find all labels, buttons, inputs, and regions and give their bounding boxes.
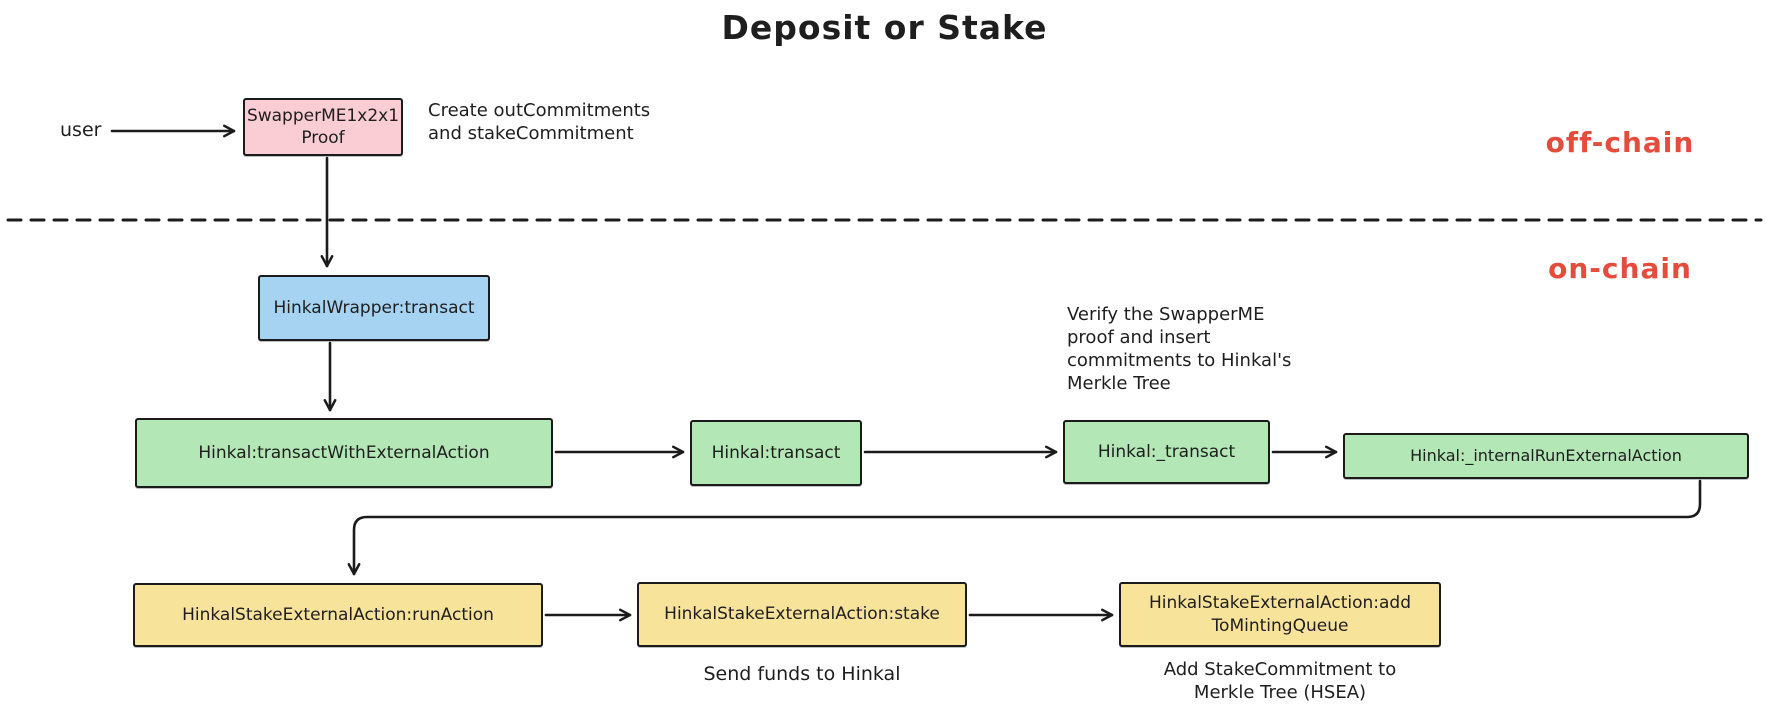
annotation-verify-proof: Verify the SwapperME proof and insert co…: [1067, 303, 1291, 395]
arrow-internal-run-to-run-action: [347, 479, 1702, 576]
node-label: Hinkal:_internalRunExternalAction: [1410, 445, 1682, 465]
user-label: user: [60, 119, 102, 141]
node-label: HinkalStakeExternalAction:stake: [664, 604, 940, 625]
node-hinkal-internal-transact: Hinkal:_transact: [1063, 420, 1270, 484]
annotation-create-commitments: Create outCommitments and stakeCommitmen…: [428, 99, 650, 145]
node-swapperme-proof: SwapperME1x2x1 Proof: [243, 98, 403, 156]
node-label: Proof: [301, 128, 345, 148]
annotation-send-funds: Send funds to Hinkal: [703, 663, 901, 685]
annotation-line: Create outCommitments: [428, 100, 651, 121]
annotation-line: Merkle Tree (HSEA): [1193, 682, 1367, 704]
node-label: HinkalStakeExternalAction:add: [1148, 593, 1412, 614]
node-hinkalwrapper-transact: HinkalWrapper:transact: [258, 275, 490, 341]
node-hinkal-transact: Hinkal:transact: [690, 420, 862, 486]
diagram-title: Deposit or Stake: [721, 8, 1048, 47]
annotation-line: commitments to Hinkal's: [1067, 350, 1292, 372]
node-label: SwapperME1x2x1: [246, 105, 400, 126]
annotation-line: Merkle Tree: [1067, 373, 1171, 395]
node-label: Hinkal:transactWithExternalAction: [198, 442, 490, 463]
annotation-line: Add StakeCommitment to: [1163, 659, 1397, 680]
node-label: Hinkal:_transact: [1097, 441, 1236, 462]
node-hsea-runaction: HinkalStakeExternalAction:runAction: [133, 583, 543, 647]
node-label: Hinkal:transact: [711, 442, 841, 463]
node-hinkal-internalrunexternalaction: Hinkal:_internalRunExternalAction: [1343, 433, 1749, 479]
node-label: HinkalStakeExternalAction:runAction: [182, 604, 494, 625]
node-hinkal-transactwithexternalaction: Hinkal:transactWithExternalAction: [135, 418, 553, 488]
annotation-line: Verify the SwapperME: [1067, 304, 1265, 325]
annotation-line: and stakeCommitment: [428, 123, 634, 145]
annotation-line: proof and insert: [1067, 327, 1211, 349]
node-hsea-addtomintingqueue: HinkalStakeExternalAction:add ToMintingQ…: [1119, 582, 1441, 647]
annotation-add-stakecommitment: Add StakeCommitment to Merkle Tree (HSEA…: [1119, 658, 1441, 704]
zone-label-off-chain: off-chain: [1545, 126, 1695, 159]
node-label: HinkalWrapper:transact: [273, 297, 475, 318]
zone-label-on-chain: on-chain: [1548, 252, 1692, 285]
node-hsea-stake: HinkalStakeExternalAction:stake: [637, 582, 967, 647]
node-label: ToMintingQueue: [1211, 615, 1349, 636]
